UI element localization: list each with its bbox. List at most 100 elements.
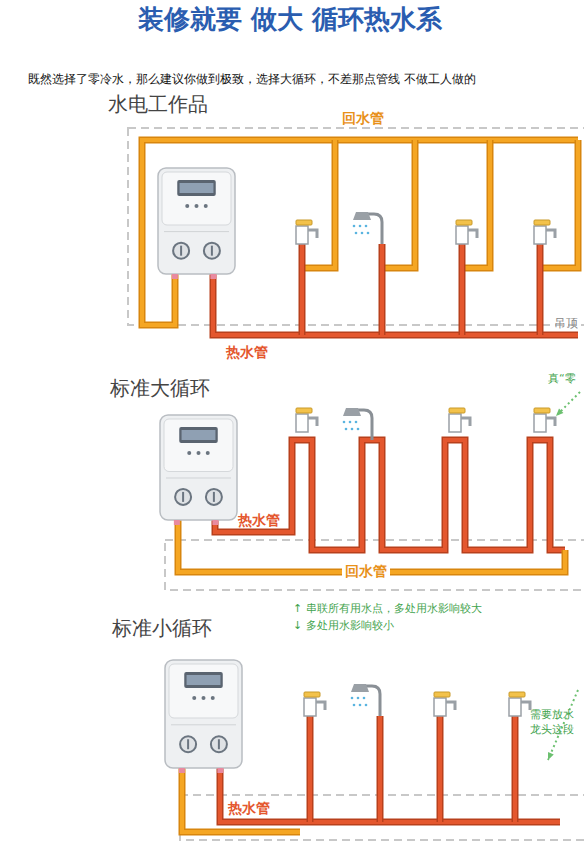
faucet-body xyxy=(434,698,446,716)
hot-water-pipe xyxy=(213,274,578,335)
water-drop xyxy=(365,225,368,228)
shower-head xyxy=(351,684,369,692)
heater-knob xyxy=(204,243,220,259)
hot-water-pipe xyxy=(307,716,314,822)
hot-water-pipe xyxy=(459,244,466,335)
heater-knob xyxy=(175,489,191,505)
heater-knob xyxy=(180,736,196,752)
hot-water-pipe xyxy=(437,716,444,822)
return-water-pipe xyxy=(543,140,578,268)
ceiling-outline xyxy=(128,128,584,325)
heater-button xyxy=(206,451,210,455)
heater-button xyxy=(187,451,191,455)
faucet xyxy=(296,220,317,244)
pipe-label: 热水管 xyxy=(238,512,280,529)
return-water-pipe xyxy=(142,140,578,325)
heater-button xyxy=(192,696,196,700)
pipe-label: 回水管 xyxy=(342,563,390,580)
heater-knob xyxy=(211,246,213,256)
note-label: ↑ 串联所有用水点，多处用水影响较大 xyxy=(293,602,482,615)
faucet xyxy=(534,408,555,432)
heater-outlet xyxy=(172,274,178,279)
water-drop xyxy=(363,697,366,700)
panel-title: 水电工作品 xyxy=(108,92,208,116)
note-arrow xyxy=(556,392,580,416)
hot-water-pipe xyxy=(213,274,578,335)
water-heater xyxy=(160,415,237,525)
return-water-pipe xyxy=(385,140,415,268)
faucet-spout xyxy=(316,702,325,710)
faucet-spout xyxy=(546,230,555,238)
subtitle: 既然选择了零冷水，那么建议你做到极致，选择大循环，不差那点管线 不做工人做的 xyxy=(28,72,476,86)
water-drop xyxy=(357,697,360,700)
note-label: ↓ 多处用水影响较小 xyxy=(293,619,394,632)
shower xyxy=(353,212,382,244)
heater-button xyxy=(197,451,201,455)
faucet-handle xyxy=(534,220,550,225)
faucet-handle xyxy=(534,408,550,413)
heater-body xyxy=(158,168,235,274)
water-drop xyxy=(365,704,368,707)
faucet xyxy=(434,692,455,716)
water-drop xyxy=(345,428,348,431)
faucet-body xyxy=(509,698,521,716)
faucet-body xyxy=(449,414,461,432)
water-drop xyxy=(353,704,356,707)
heater-knob xyxy=(218,739,220,749)
shower xyxy=(343,408,372,440)
return-water-pipe xyxy=(465,140,490,268)
heater-display xyxy=(180,183,214,193)
note-label: 需要放水 xyxy=(530,708,574,721)
hot-water-pipe xyxy=(537,244,544,335)
return-water-pipe xyxy=(385,140,415,268)
heater-seam xyxy=(171,724,236,725)
hot-water-pipe xyxy=(220,768,560,822)
faucet-body xyxy=(304,698,316,716)
faucet-handle xyxy=(296,220,312,225)
faucet xyxy=(509,692,530,716)
water-drop xyxy=(361,232,364,235)
faucet-body xyxy=(534,226,546,244)
water-drop xyxy=(351,428,354,431)
hot-water-pipe xyxy=(220,768,560,822)
hot-water-pipe xyxy=(512,716,519,822)
return-water-pipe xyxy=(465,140,490,268)
faucet xyxy=(534,220,555,244)
faucet-handle xyxy=(456,220,472,225)
heater-outlet xyxy=(179,768,185,773)
heater-display xyxy=(187,675,221,685)
heater-knob xyxy=(213,492,215,502)
hot-water-pipe xyxy=(380,244,384,335)
heater-display xyxy=(177,180,216,196)
faucet-handle xyxy=(434,692,450,697)
shower xyxy=(351,684,380,716)
shower-head xyxy=(343,408,361,416)
hot-water-pipe xyxy=(538,244,542,335)
note-arrowhead xyxy=(556,409,563,416)
water-drop xyxy=(343,421,346,424)
faucet-spout xyxy=(308,230,317,238)
heater-outlet xyxy=(212,520,218,525)
faucet-spout xyxy=(446,702,455,710)
water-drop xyxy=(353,225,356,228)
heater-body xyxy=(160,415,237,520)
heater-panel xyxy=(169,664,238,718)
faucet-spout xyxy=(468,230,477,238)
faucet-body xyxy=(534,414,546,432)
hot-water-pipe xyxy=(308,716,312,822)
heater-display xyxy=(179,427,218,443)
heater-outlet xyxy=(217,768,223,773)
faucet-handle xyxy=(304,692,320,697)
faucet-handle xyxy=(509,692,525,697)
hot-water-pipe xyxy=(215,440,565,550)
heater-knob xyxy=(180,246,182,256)
heater-body xyxy=(165,660,242,768)
faucet-handle xyxy=(296,408,312,413)
hot-water-pipe xyxy=(460,244,464,335)
note-label: 龙头这段 xyxy=(530,723,574,736)
heater-outlet xyxy=(174,520,180,525)
faucet-spout xyxy=(546,418,555,426)
faucet-spout xyxy=(521,702,530,710)
pipe-label: 热水管 xyxy=(228,800,270,817)
